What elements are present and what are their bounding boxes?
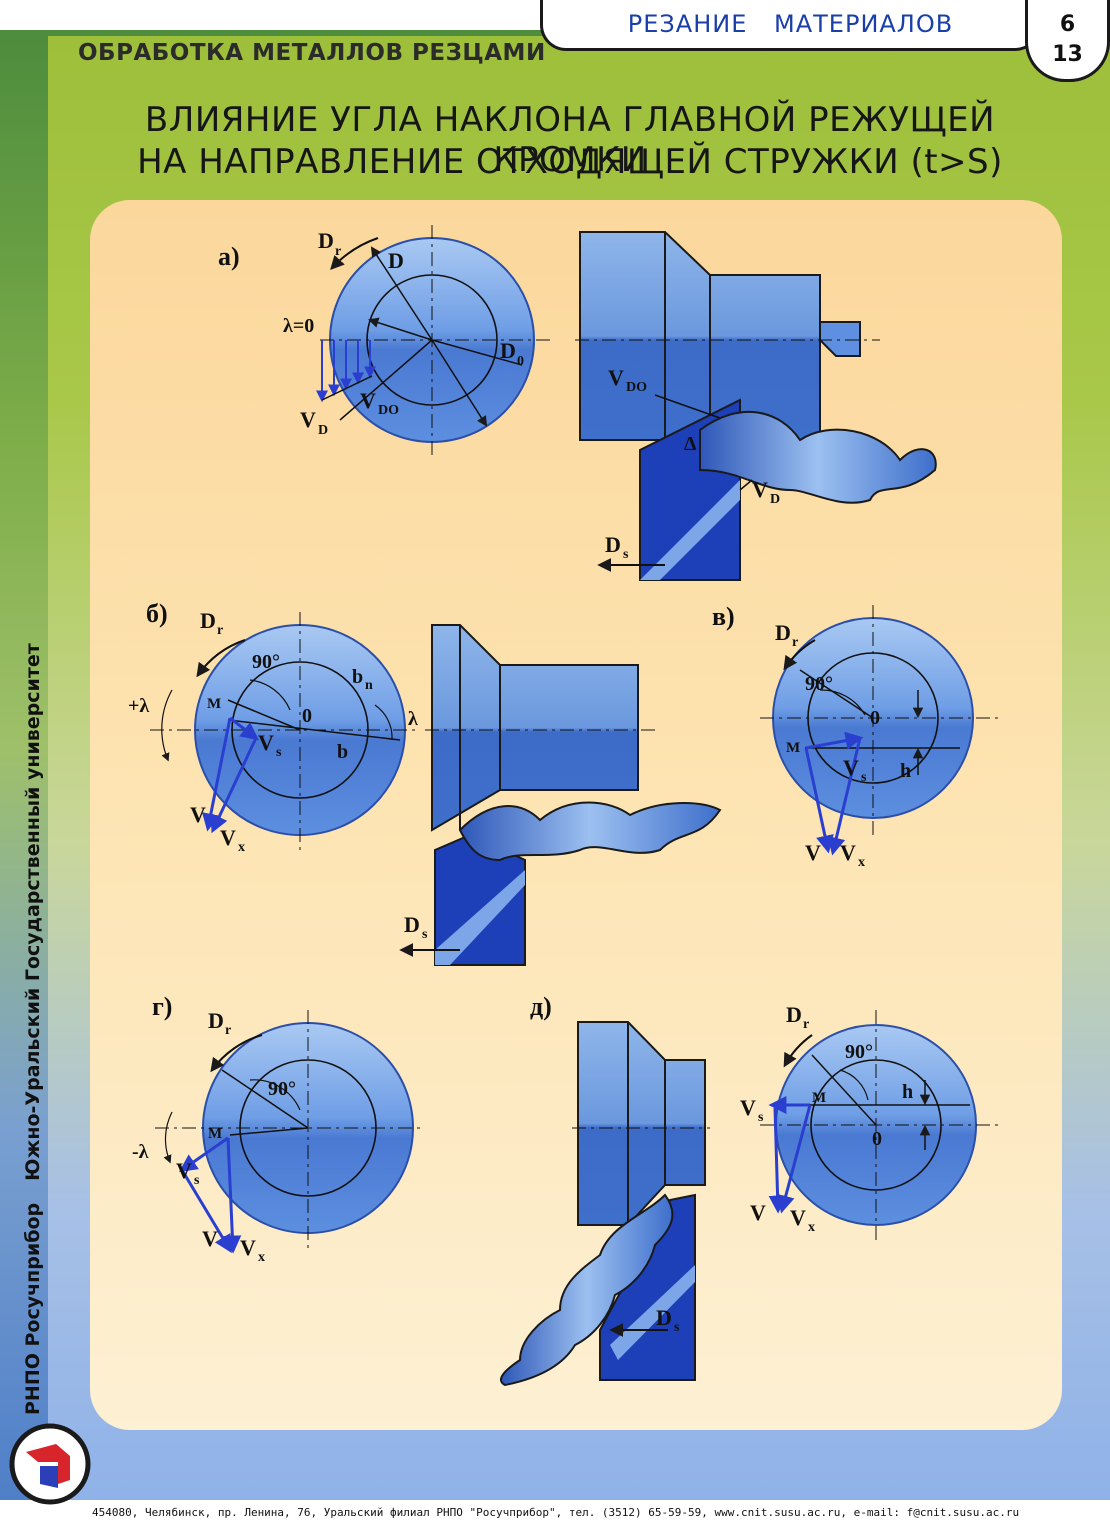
- fig-v-label: в): [712, 602, 735, 631]
- fig-d-vs: V: [740, 1095, 756, 1120]
- fig-a-vdo-right-sub: DO: [626, 380, 647, 395]
- page-title-line1: ВЛИЯНИЕ УГЛА НАКЛОНА ГЛАВНОЙ РЕЖУЩЕЙ КРО…: [144, 100, 996, 180]
- fig-b-b: b: [337, 741, 348, 763]
- fig-b-m: M: [207, 696, 221, 712]
- fig-d-ds: D: [656, 1305, 672, 1330]
- fig-b-dr-sub: r: [217, 623, 223, 638]
- fig-d-zero: 0: [872, 1128, 882, 1150]
- fig-b-dr: D: [200, 608, 216, 633]
- fig-v-vs: V: [843, 755, 859, 780]
- fig-d-dr: D: [786, 1002, 802, 1027]
- fig-b-plus-lambda: +λ: [128, 695, 149, 717]
- fig-d-label: д): [530, 992, 552, 1021]
- fig-d-vx: V: [790, 1205, 806, 1230]
- fig-d-vs-sub: s: [758, 1110, 764, 1125]
- fig-v-dr-sub: r: [792, 635, 798, 650]
- page-current: 6: [1059, 12, 1076, 37]
- fig-b-vs-sub: s: [276, 745, 282, 760]
- fig-a-delta: Δ: [684, 433, 697, 455]
- figure-a-workpiece: [575, 231, 937, 581]
- figure-b-disc: [150, 612, 420, 850]
- fig-v-dr: D: [775, 620, 791, 645]
- fig-b-lambda: λ: [408, 708, 418, 730]
- footer-address: 454080, Челябинск, пр. Ленина, 76, Ураль…: [92, 1506, 1020, 1519]
- fig-g-dr: D: [208, 1008, 224, 1033]
- fig-b-angle: 90°: [252, 651, 280, 673]
- fig-b-bn-sub: n: [365, 678, 373, 693]
- fig-g-v: V: [202, 1226, 218, 1251]
- fig-v-vs-sub: s: [861, 770, 867, 785]
- fig-a-vdo: V: [360, 388, 376, 413]
- section-tab: РЕЗАНИЕ МАТЕРИАЛОВ: [540, 0, 1041, 51]
- fig-a-d: D: [388, 248, 404, 273]
- fig-g-vx: V: [240, 1235, 256, 1260]
- fig-b-ds-sub: s: [422, 927, 428, 942]
- fig-d-m: M: [812, 1090, 826, 1106]
- fig-a-vd: V: [300, 407, 316, 432]
- fig-d-vx-sub: x: [808, 1220, 815, 1235]
- fig-b-vx-sub: x: [238, 840, 245, 855]
- fig-d-h: h: [902, 1081, 913, 1103]
- figure-v-disc: [760, 605, 1000, 856]
- header-left-title: ОБРАБОТКА МЕТАЛЛОВ РЕЗЦАМИ: [78, 40, 546, 66]
- section-tab-title: РЕЗАНИЕ МАТЕРИАЛОВ: [627, 10, 954, 38]
- figure-d-workpiece: [500, 1021, 710, 1387]
- fig-a-vd-sub: D: [318, 423, 328, 438]
- fig-b-vs: V: [258, 730, 274, 755]
- fig-a-vd-right: V: [752, 477, 768, 502]
- fig-v-vx-sub: x: [858, 855, 865, 870]
- fig-v-v: V: [805, 840, 821, 865]
- fig-b-v: V: [190, 802, 206, 827]
- page-total: 13: [1052, 42, 1083, 67]
- fig-d-angle: 90°: [845, 1041, 873, 1063]
- fig-d-v: V: [750, 1200, 766, 1225]
- fig-g-label: г): [152, 992, 172, 1021]
- fig-g-vs-sub: s: [194, 1173, 200, 1188]
- fig-a-vdo-sub: DO: [378, 403, 399, 418]
- fig-g-vs: V: [176, 1158, 192, 1183]
- figure-g-disc: [155, 1010, 425, 1254]
- fig-v-angle: 90°: [805, 673, 833, 695]
- fig-g-dr-sub: r: [225, 1023, 231, 1038]
- fig-b-label: б): [146, 599, 168, 628]
- fig-g-minus-lambda: -λ: [132, 1141, 149, 1163]
- fig-a-ds: D: [605, 532, 621, 557]
- fig-a-dr-sub: r: [335, 244, 341, 259]
- fig-a-d0-sub: 0: [517, 354, 524, 369]
- fig-g-vx-sub: x: [258, 1250, 265, 1265]
- fig-g-angle: 90°: [268, 1078, 296, 1100]
- fig-v-vx: V: [840, 840, 856, 865]
- page-badge: 6 13: [1025, 0, 1110, 82]
- page-title-line2: НА НАПРАВЛЕНИЕ ОТХОДЯЩЕЙ СТРУЖКИ (t>S): [137, 142, 1003, 182]
- fig-b-zero: 0: [302, 705, 312, 727]
- figure-d-disc: [760, 1010, 1000, 1240]
- fig-a-vd-right-sub: D: [770, 492, 780, 507]
- fig-b-ds: D: [404, 912, 420, 937]
- fig-g-m: M: [208, 1126, 222, 1142]
- fig-a-ds-sub: s: [623, 547, 629, 562]
- figure-a-disc: [316, 225, 550, 460]
- fig-a-d0: D: [500, 338, 516, 363]
- fig-d-dr-sub: r: [803, 1017, 809, 1032]
- figure-b-workpiece: [399, 624, 722, 966]
- fig-v-zero: 0: [870, 707, 880, 729]
- fig-v-h: h: [900, 760, 911, 782]
- rnpo-logo-icon: [9, 1423, 91, 1505]
- fig-b-bn: b: [352, 666, 363, 688]
- fig-b-vx: V: [220, 825, 236, 850]
- fig-v-m: M: [786, 740, 800, 756]
- fig-a-lambda: λ=0: [283, 315, 314, 337]
- fig-a-dr: D: [318, 228, 334, 253]
- fig-d-ds-sub: s: [674, 1320, 680, 1335]
- fig-a-vdo-right: V: [608, 365, 624, 390]
- fig-a-label: а): [218, 242, 240, 271]
